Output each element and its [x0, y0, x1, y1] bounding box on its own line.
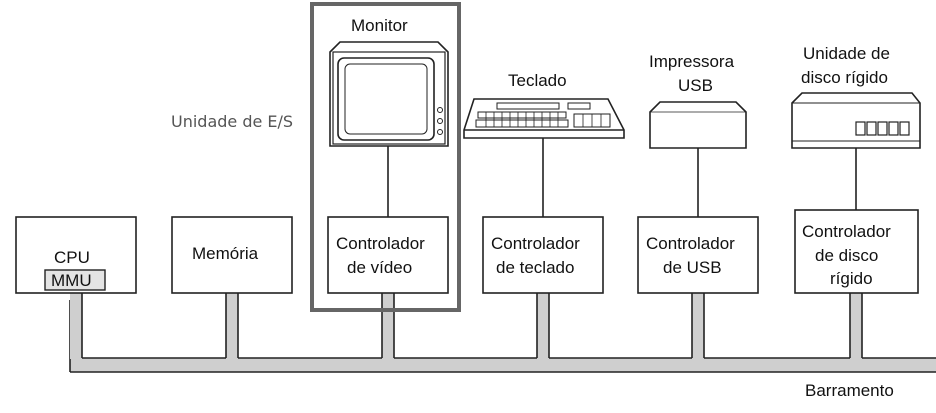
video-controller-line-2: de vídeo — [347, 258, 412, 277]
disk-label-line-2: disco rígido — [801, 68, 888, 87]
bus-label: Barramento — [805, 381, 894, 400]
video-controller-box: Controlador de vídeo — [327, 216, 449, 294]
disk-controller-box: Controlador de disco rígido — [794, 209, 919, 294]
monitor-label: Monitor — [351, 16, 408, 35]
video-controller-line-1: Controlador — [336, 234, 425, 253]
bus-stub-disk — [849, 293, 863, 359]
bus-stub-keyboard — [536, 293, 550, 359]
keyboard-controller-line-2: de teclado — [496, 258, 574, 277]
mmu-box — [44, 269, 106, 291]
keyboard-label: Teclado — [508, 71, 567, 90]
disk-controller-line-1: Controlador — [802, 222, 891, 241]
monitor-icon — [329, 41, 449, 147]
disk-label-line-1: Unidade de — [803, 44, 890, 63]
io-unit-frame — [310, 2, 461, 312]
printer-icon — [649, 101, 747, 149]
bus-stub-memory — [225, 293, 239, 359]
memory-box: Memória — [171, 216, 293, 294]
usb-controller-box: Controlador de USB — [637, 216, 759, 294]
printer-label-line-2: USB — [678, 76, 713, 95]
bus-stub-cpu — [70, 293, 83, 359]
cpu-label: CPU — [54, 248, 90, 267]
usb-controller-line-1: Controlador — [646, 234, 735, 253]
disk-controller-line-2: de disco — [815, 246, 878, 265]
keyboard-icon — [463, 98, 625, 139]
io-unit-label: Unidade de E/S — [171, 112, 293, 131]
memory-label: Memória — [192, 244, 259, 263]
disk-controller-line-3: rígido — [830, 269, 873, 288]
printer-label-line-1: Impressora — [649, 52, 735, 71]
mmu-label: MMU — [51, 271, 92, 290]
keyboard-controller-line-1: Controlador — [491, 234, 580, 253]
bus-stub-video — [381, 293, 395, 359]
keyboard-controller-box: Controlador de teclado — [482, 216, 604, 294]
cpu-box: CPU MMU — [15, 216, 137, 294]
bus — [69, 293, 936, 373]
usb-controller-line-2: de USB — [663, 258, 722, 277]
hard-disk-icon — [791, 92, 921, 149]
bus-stub-usb — [691, 293, 705, 359]
